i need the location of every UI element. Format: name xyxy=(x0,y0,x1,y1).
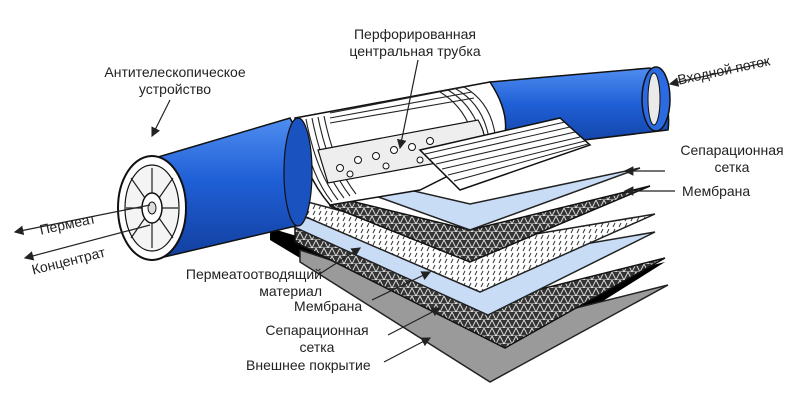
annotation-arrows xyxy=(13,59,769,363)
label-membrane-bottom: Мембрана xyxy=(294,298,363,314)
label-membrane-top: Мембрана xyxy=(682,183,751,199)
label-anti-telescoping-line1: Антителескопическое xyxy=(104,64,246,80)
label-anti-telescoping: Антителескопическое устройство xyxy=(100,64,250,98)
label-permeate-carrier: Пермеатоотводящий материал xyxy=(170,266,322,300)
label-permeate-carrier-line1: Пермеатоотводящий xyxy=(185,266,322,282)
label-perforated-tube-line2: центральная трубка xyxy=(349,43,481,59)
anti-telescoping-device xyxy=(117,155,187,261)
label-separation-mesh-bottom-line2: сетка xyxy=(299,339,335,355)
label-separation-mesh-bottom: Сепарационная сетка xyxy=(252,322,382,356)
label-separation-mesh-top: Сепарационная сетка xyxy=(668,142,796,176)
module-front-section xyxy=(147,117,313,259)
label-perforated-tube: Перфорированная центральная трубка xyxy=(340,26,490,60)
label-perforated-tube-line1: Перфорированная xyxy=(353,26,476,42)
label-outer-cover: Внешнее покрытие xyxy=(246,357,371,373)
label-anti-telescoping-line2: устройство xyxy=(138,81,212,97)
label-separation-mesh-top-line1: Сепарационная xyxy=(680,142,784,158)
label-separation-mesh-top-line2: сетка xyxy=(714,159,750,175)
label-permeate-carrier-line2: материал xyxy=(259,283,322,299)
label-separation-mesh-bottom-line1: Сепарационная xyxy=(265,322,369,338)
